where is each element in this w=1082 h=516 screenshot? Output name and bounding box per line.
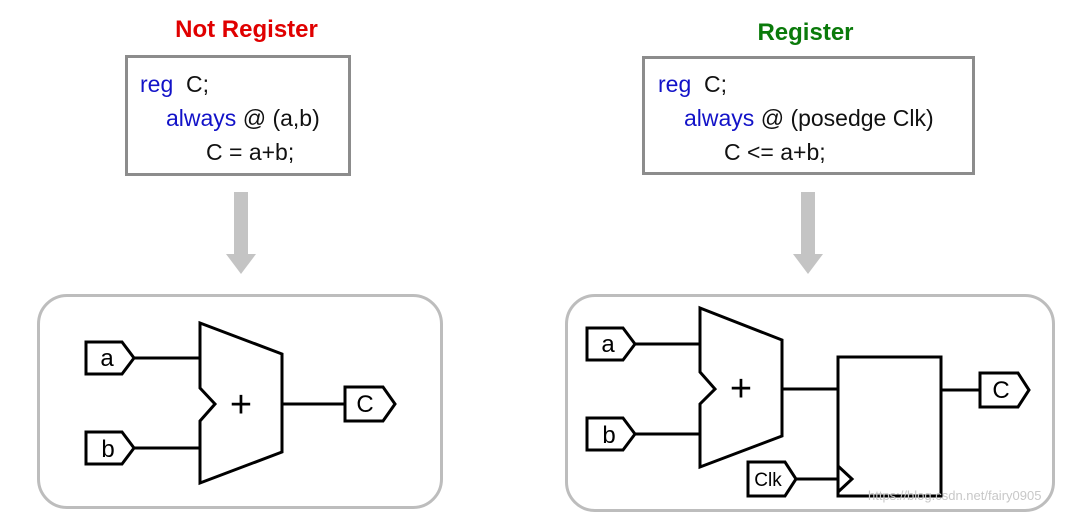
output-port-c <box>978 371 1031 409</box>
code-line-3: C <= a+b; <box>724 139 826 165</box>
watermark: https://blog.csdn.net/fairy0905 <box>868 488 1042 503</box>
code-box-combinational: reg C; always @ (a,b) C = a+b; <box>125 55 351 176</box>
code-line-3: C = a+b; <box>206 139 295 165</box>
code-box-register: reg C; always @ (posedge Clk) C <= a+b; <box>642 56 975 175</box>
output-label-c: C <box>356 391 373 418</box>
clock-label: Clk <box>754 470 782 491</box>
input-label-a: a <box>100 345 114 372</box>
input-label-b: b <box>602 422 615 449</box>
code-line-2: always @ (a,b) <box>140 101 348 135</box>
keyword-always: always <box>166 105 237 131</box>
adder-block <box>198 320 284 486</box>
input-port-b <box>585 416 637 452</box>
output-port-c <box>343 385 397 423</box>
input-label-a: a <box>601 331 615 358</box>
code-line-2: always @ (posedge Clk) <box>658 101 972 135</box>
adder-block <box>698 305 784 470</box>
title-not-register: Not Register <box>175 16 318 43</box>
output-label-c: C <box>992 377 1009 404</box>
input-port-a <box>585 326 637 362</box>
clock-edge-marker <box>836 464 855 494</box>
register-block <box>836 355 943 498</box>
input-port-b <box>84 430 136 466</box>
input-label-b: b <box>101 436 114 463</box>
down-arrow-icon <box>793 192 823 274</box>
plus-icon: + <box>230 384 252 426</box>
down-arrow-icon <box>226 192 256 274</box>
code-line-1: reg C; <box>140 67 348 101</box>
keyword-always: always <box>684 105 755 131</box>
code-text: @ (posedge Clk) <box>754 105 934 131</box>
code-text: C; <box>173 71 210 97</box>
plus-icon: + <box>730 368 752 410</box>
title-register: Register <box>757 19 854 46</box>
code-line-1: reg C; <box>658 67 972 101</box>
keyword-reg: reg <box>658 71 692 97</box>
clock-port <box>746 460 798 498</box>
keyword-reg: reg <box>140 71 174 97</box>
circuit-panel-register <box>565 294 1055 512</box>
code-text: C; <box>691 71 728 97</box>
input-port-a <box>84 340 136 376</box>
code-text: @ (a,b) <box>236 105 320 131</box>
